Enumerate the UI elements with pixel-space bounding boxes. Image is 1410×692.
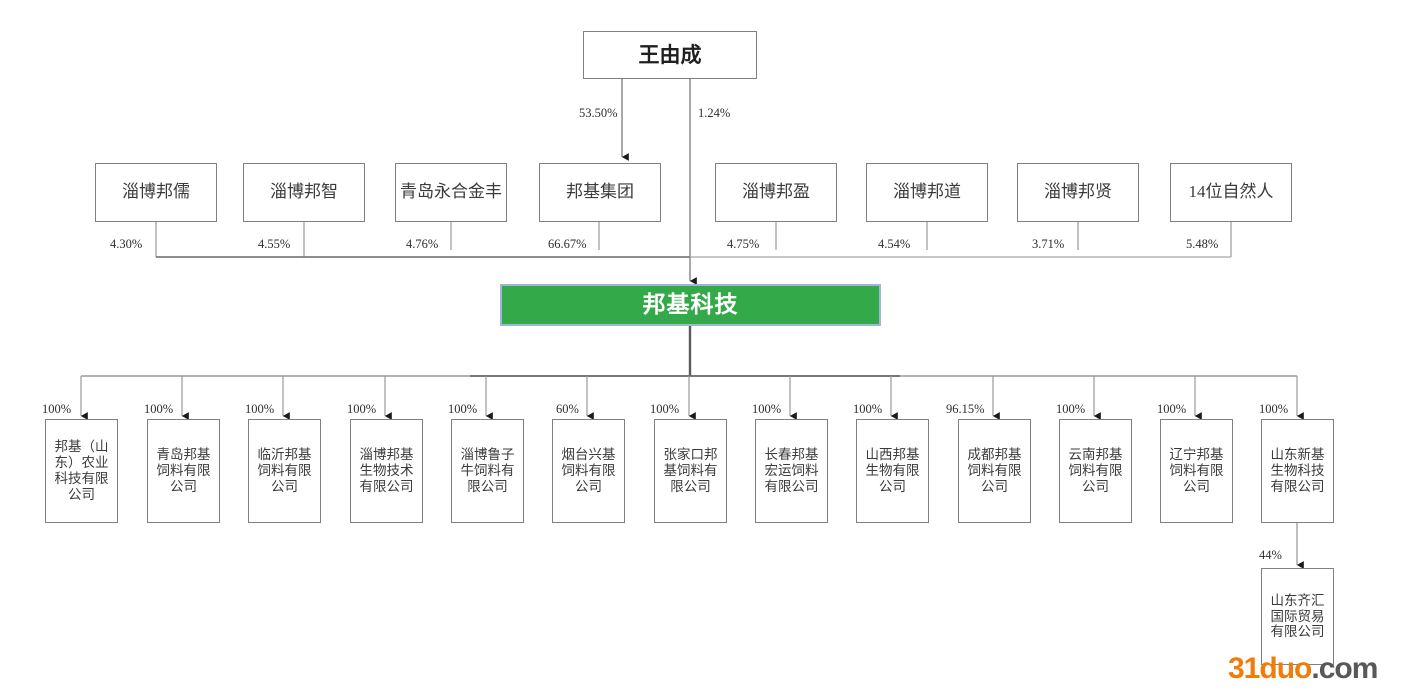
node-subsidiary-8[interactable]: 长春邦基宏运饲料有限公司	[755, 419, 828, 523]
node-subsidiary-5[interactable]: 淄博鲁子牛饲料有限公司	[451, 419, 524, 523]
edge-percent-bangji-group: 66.67%	[548, 237, 587, 251]
node-grandchild-company[interactable]: 山东齐汇国际贸易有限公司	[1261, 568, 1334, 665]
node-shareholder-zibo-bangru[interactable]: 淄博邦儒	[95, 163, 217, 222]
node-label: 山东齐汇国际贸易有限公司	[1270, 592, 1325, 640]
node-shareholder-zibo-bangzhi[interactable]: 淄博邦智	[243, 163, 365, 222]
edge-percent-sub-7: 100%	[650, 402, 680, 416]
node-label: 淄博邦儒	[122, 182, 190, 202]
node-label: 云南邦基饲料有限公司	[1068, 447, 1123, 494]
node-label: 14位自然人	[1188, 182, 1274, 202]
node-label: 邦基（山东）农业科技有限公司	[54, 439, 109, 502]
node-label: 青岛邦基饲料有限公司	[156, 447, 211, 494]
node-label: 淄博邦道	[893, 182, 961, 202]
node-label: 临沂邦基饲料有限公司	[257, 447, 312, 494]
edge-percent-sub-5: 100%	[448, 402, 478, 416]
node-subsidiary-2[interactable]: 青岛邦基饲料有限公司	[147, 419, 220, 523]
node-subsidiary-3[interactable]: 临沂邦基饲料有限公司	[248, 419, 321, 523]
node-label: 山西邦基生物有限公司	[865, 447, 920, 494]
edge-percent-zibo-bangxian: 3.71%	[1032, 237, 1065, 251]
edge-percent-sub-13: 100%	[1259, 402, 1289, 416]
node-label: 青岛永合金丰	[400, 182, 502, 202]
node-subsidiary-1[interactable]: 邦基（山东）农业科技有限公司	[45, 419, 118, 523]
edge-percent-sub-8: 100%	[752, 402, 782, 416]
node-root-label: 王由成	[638, 42, 702, 67]
node-label: 淄博邦智	[270, 182, 338, 202]
node-shareholder-qingdao-yonghejinfeng[interactable]: 青岛永合金丰	[395, 163, 507, 222]
node-label: 成都邦基饲料有限公司	[967, 447, 1022, 494]
watermark: 31duo.com	[1228, 652, 1378, 686]
node-subsidiary-4[interactable]: 淄博邦基生物技术有限公司	[350, 419, 423, 523]
edge-percent-grandchild: 44%	[1259, 548, 1282, 562]
node-label: 烟台兴基饲料有限公司	[561, 447, 616, 494]
edge-percent-zibo-bangdao: 4.54%	[878, 237, 911, 251]
node-shareholder-bangji-group[interactable]: 邦基集团	[539, 163, 661, 222]
edge-percent-zibo-bangzhi: 4.55%	[258, 237, 291, 251]
node-subsidiary-6[interactable]: 烟台兴基饲料有限公司	[552, 419, 625, 523]
node-label: 淄博邦盈	[742, 182, 810, 202]
edge-percent-sub-10: 96.15%	[946, 402, 985, 416]
watermark-name: 31duo	[1228, 652, 1312, 685]
node-subsidiary-12[interactable]: 辽宁邦基饲料有限公司	[1160, 419, 1233, 523]
node-label: 辽宁邦基饲料有限公司	[1169, 447, 1224, 494]
node-label: 张家口邦基饲料有限公司	[663, 447, 718, 494]
node-shareholder-zibo-bangying[interactable]: 淄博邦盈	[715, 163, 837, 222]
edge-percent-sub-6: 60%	[556, 402, 579, 416]
node-center-label: 邦基科技	[642, 292, 739, 318]
edge-percent-zibo-bangying: 4.75%	[727, 237, 760, 251]
node-subsidiary-13[interactable]: 山东新基生物科技有限公司	[1261, 419, 1334, 523]
node-subsidiary-7[interactable]: 张家口邦基饲料有限公司	[654, 419, 727, 523]
node-label: 淄博邦基生物技术有限公司	[359, 447, 414, 494]
node-shareholder-zibo-bangxian[interactable]: 淄博邦贤	[1017, 163, 1139, 222]
node-label: 淄博邦贤	[1044, 182, 1112, 202]
edge-percent-sub-1: 100%	[42, 402, 72, 416]
node-shareholder-zibo-bangdao[interactable]: 淄博邦道	[866, 163, 988, 222]
node-label: 邦基集团	[566, 182, 634, 202]
edge-percent-zibo-bangru: 4.30%	[110, 237, 143, 251]
edge-percent-root-to-center: 1.24%	[698, 106, 731, 120]
edge-percent-sub-3: 100%	[245, 402, 275, 416]
edge-percent-qingdao-yonghejinfeng: 4.76%	[406, 237, 439, 251]
edge-percent-sub-12: 100%	[1157, 402, 1187, 416]
node-label: 淄博鲁子牛饲料有限公司	[460, 447, 515, 494]
edge-percent-root-to-group: 53.50%	[579, 106, 618, 120]
node-root-person[interactable]: 王由成	[583, 31, 757, 79]
edge-percent-sub-9: 100%	[853, 402, 883, 416]
node-label: 长春邦基宏运饲料有限公司	[764, 447, 819, 494]
node-subsidiary-9[interactable]: 山西邦基生物有限公司	[856, 419, 929, 523]
edge-percent-sub-11: 100%	[1056, 402, 1086, 416]
node-center-company[interactable]: 邦基科技	[500, 284, 881, 326]
edge-percent-14-natural-persons: 5.48%	[1186, 237, 1219, 251]
node-shareholder-14-natural-persons[interactable]: 14位自然人	[1170, 163, 1292, 222]
node-subsidiary-10[interactable]: 成都邦基饲料有限公司	[958, 419, 1031, 523]
watermark-tld: .com	[1311, 652, 1378, 685]
edge-percent-sub-2: 100%	[144, 402, 174, 416]
node-label: 山东新基生物科技有限公司	[1270, 447, 1325, 494]
node-subsidiary-11[interactable]: 云南邦基饲料有限公司	[1059, 419, 1132, 523]
edge-percent-sub-4: 100%	[347, 402, 377, 416]
